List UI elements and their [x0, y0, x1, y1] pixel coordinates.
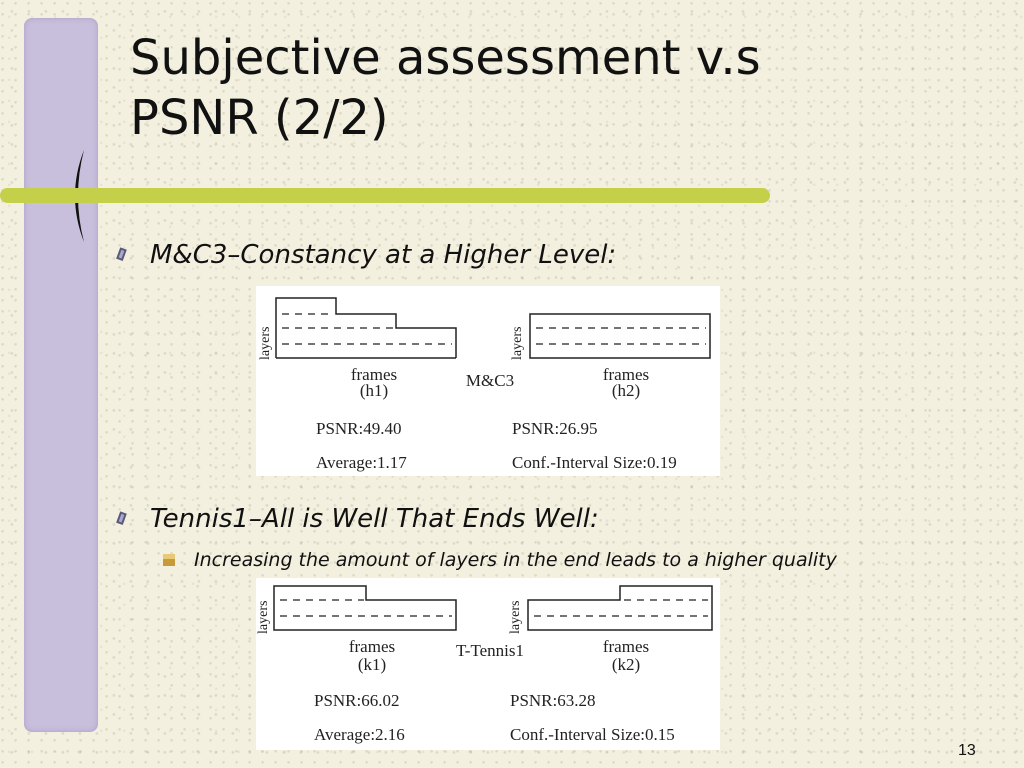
fig2-left-sub: (k1): [357, 655, 387, 674]
figure-tennis1: layers layers frames (k1) frames (k2) T-…: [256, 578, 720, 750]
fig2-center-label: T-Tennis1: [455, 641, 525, 660]
figure-mc3: layers layers frames (h1) frames (h2) M&…: [256, 286, 720, 476]
bracket-ornament: [75, 150, 84, 242]
fig2-right-stat: Conf.-Interval Size:0.15: [510, 725, 675, 744]
sub-bullet-text: Increasing the amount of layers in the e…: [194, 549, 837, 571]
page-number: 13: [958, 742, 976, 759]
bullet-mc3: M&C3–Constancy at a Higher Level:: [112, 240, 616, 270]
fig2-left-psnr: PSNR:66.02: [314, 691, 400, 710]
fig1-left-psnr: PSNR:49.40: [316, 419, 402, 438]
fig1-left-stat: Average:1.17: [316, 453, 407, 472]
bullet-icon: [116, 511, 127, 526]
fig1-left-ylabel: layers: [258, 326, 273, 360]
sub-bullet-increasing-layers: Increasing the amount of layers in the e…: [162, 549, 837, 571]
figure-tennis1-bars: [273, 585, 713, 631]
fig2-right-psnr: PSNR:63.28: [510, 691, 596, 710]
fig2-left-stat: Average:2.16: [314, 725, 405, 744]
sub-bullet-icon: [163, 554, 175, 566]
figure-mc3-bars: [275, 297, 711, 359]
bullet-text: M&C3–Constancy at a Higher Level:: [150, 240, 617, 270]
title-line-1: Subjective assessment v.s: [130, 30, 761, 86]
fig1-left-xlabel: frames: [350, 365, 398, 384]
slide-title: Subjective assessment v.s PSNR (2/2): [130, 28, 990, 148]
fig1-center-label: M&C3: [465, 371, 515, 390]
bullet-tennis1: Tennis1–All is Well That Ends Well:: [112, 504, 599, 534]
fig2-left-ylabel: layers: [256, 600, 271, 634]
fig1-right-sub: (h2): [611, 381, 641, 400]
fig2-right-ylabel: layers: [508, 600, 523, 634]
fig2-left-xlabel: frames: [348, 637, 396, 656]
title-underline-rule: [0, 188, 770, 203]
fig1-right-xlabel: frames: [602, 365, 650, 384]
fig2-right-xlabel: frames: [602, 637, 650, 656]
title-line-2: PSNR (2/2): [130, 90, 389, 146]
fig1-right-stat: Conf.-Interval Size:0.19: [512, 453, 677, 472]
fig1-right-ylabel: layers: [510, 326, 525, 360]
fig1-left-sub: (h1): [359, 381, 389, 400]
left-decor-bar: [24, 18, 98, 732]
fig2-right-sub: (k2): [611, 655, 641, 674]
bullet-text: Tennis1–All is Well That Ends Well:: [150, 504, 599, 534]
bullet-icon: [116, 247, 127, 262]
fig1-right-psnr: PSNR:26.95: [512, 419, 598, 438]
